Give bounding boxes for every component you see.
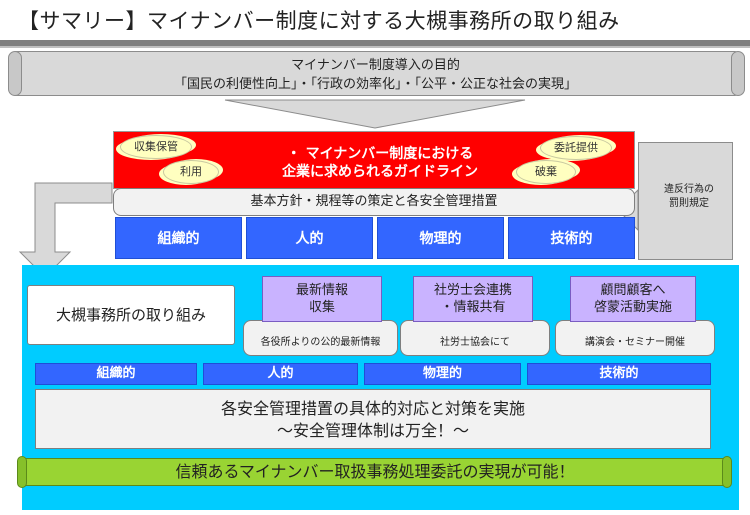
scroll-association-line1: 社労士会連携 [433,283,512,298]
penalty-line2: 罰則規定 [669,198,709,209]
measure-human: 人的 [246,217,373,259]
office-measure-physical: 物理的 [364,363,521,385]
office-label: 大槻事務所の取り組み [27,285,235,345]
plate-association: 社労士協会にて [400,320,550,356]
office-measure-technical: 技術的 [527,363,711,385]
scroll-client-education: 顧問顧客へ 啓蒙活動実施 [570,276,696,322]
implementation-line2: ～安全管理体制は万全！～ [276,421,469,440]
plate-seminars: 講演会・セミナー開催 [555,320,715,356]
plate-public-info: 各役所よりの公的最新情報 [243,320,398,356]
scroll-client-education-line1: 顧問顧客へ [600,283,666,298]
scroll-latest-info-line1: 最新情報 [295,283,348,298]
cloud-use: 利用 [163,160,219,184]
guideline-line1: ・ マイナンバー制度における [286,146,474,162]
cloud-disposal: 破棄 [516,160,576,184]
purpose-scroll: マイナンバー制度導入の目的 「国民の利便性向上」・「行政の効率化」・「公平・公正… [13,51,738,96]
office-measure-organizational: 組織的 [35,363,197,385]
scroll-latest-info-line2: 収集 [308,300,335,315]
policy-bar: 基本方針・規程等の策定と各安全管理措置 [113,188,635,216]
purpose-goals: 「国民の利便性向上」・「行政の効率化」・「公平・公正な社会の実現」 [173,77,577,92]
down-arrow-purpose [224,99,526,129]
penalty-line1: 違反行為の [664,184,714,195]
scroll-association-link: 社労士会連携 ・情報共有 [413,276,533,322]
measure-technical: 技術的 [508,217,635,259]
scroll-client-education-line2: 啓蒙活動実施 [593,300,672,315]
penalty-callout [638,142,733,260]
cloud-collection-storage: 収集保管 [120,135,192,159]
office-measure-human: 人的 [203,363,358,385]
scroll-latest-info: 最新情報 収集 [262,276,382,322]
purpose-heading: マイナンバー制度導入の目的 [291,58,460,73]
title-underline-light [0,46,750,48]
guideline-line2: 企業に求められるガイドライン [282,164,478,180]
scroll-curl-right [731,51,745,96]
bent-arrow-left [18,182,113,278]
measure-organizational: 組織的 [115,217,242,259]
conclusion-banner: 信頼あるマイナンバー取扱事務処理委託の実現が可能！ [22,458,728,486]
penalty-text: 違反行為の 罰則規定 [652,183,726,211]
scroll-curl-left [8,51,22,96]
measure-physical: 物理的 [377,217,504,259]
conclusion-curl-left [17,456,27,488]
conclusion-curl-right [722,456,732,488]
implementation-line1: 各安全管理措置の具体的対応と対策を実施 [220,399,525,418]
cloud-outsourcing: 委託提供 [540,136,612,160]
scroll-association-line2: ・情報共有 [440,300,506,315]
title-underline [0,40,750,46]
guideline-text: ・ マイナンバー制度における 企業に求められるガイドライン [250,145,510,181]
implementation-box: 各安全管理措置の具体的対応と対策を実施 ～安全管理体制は万全！～ [35,389,711,449]
page-title: 【サマリー】マイナンバー制度に対する大槻事務所の取り組み [18,9,620,33]
